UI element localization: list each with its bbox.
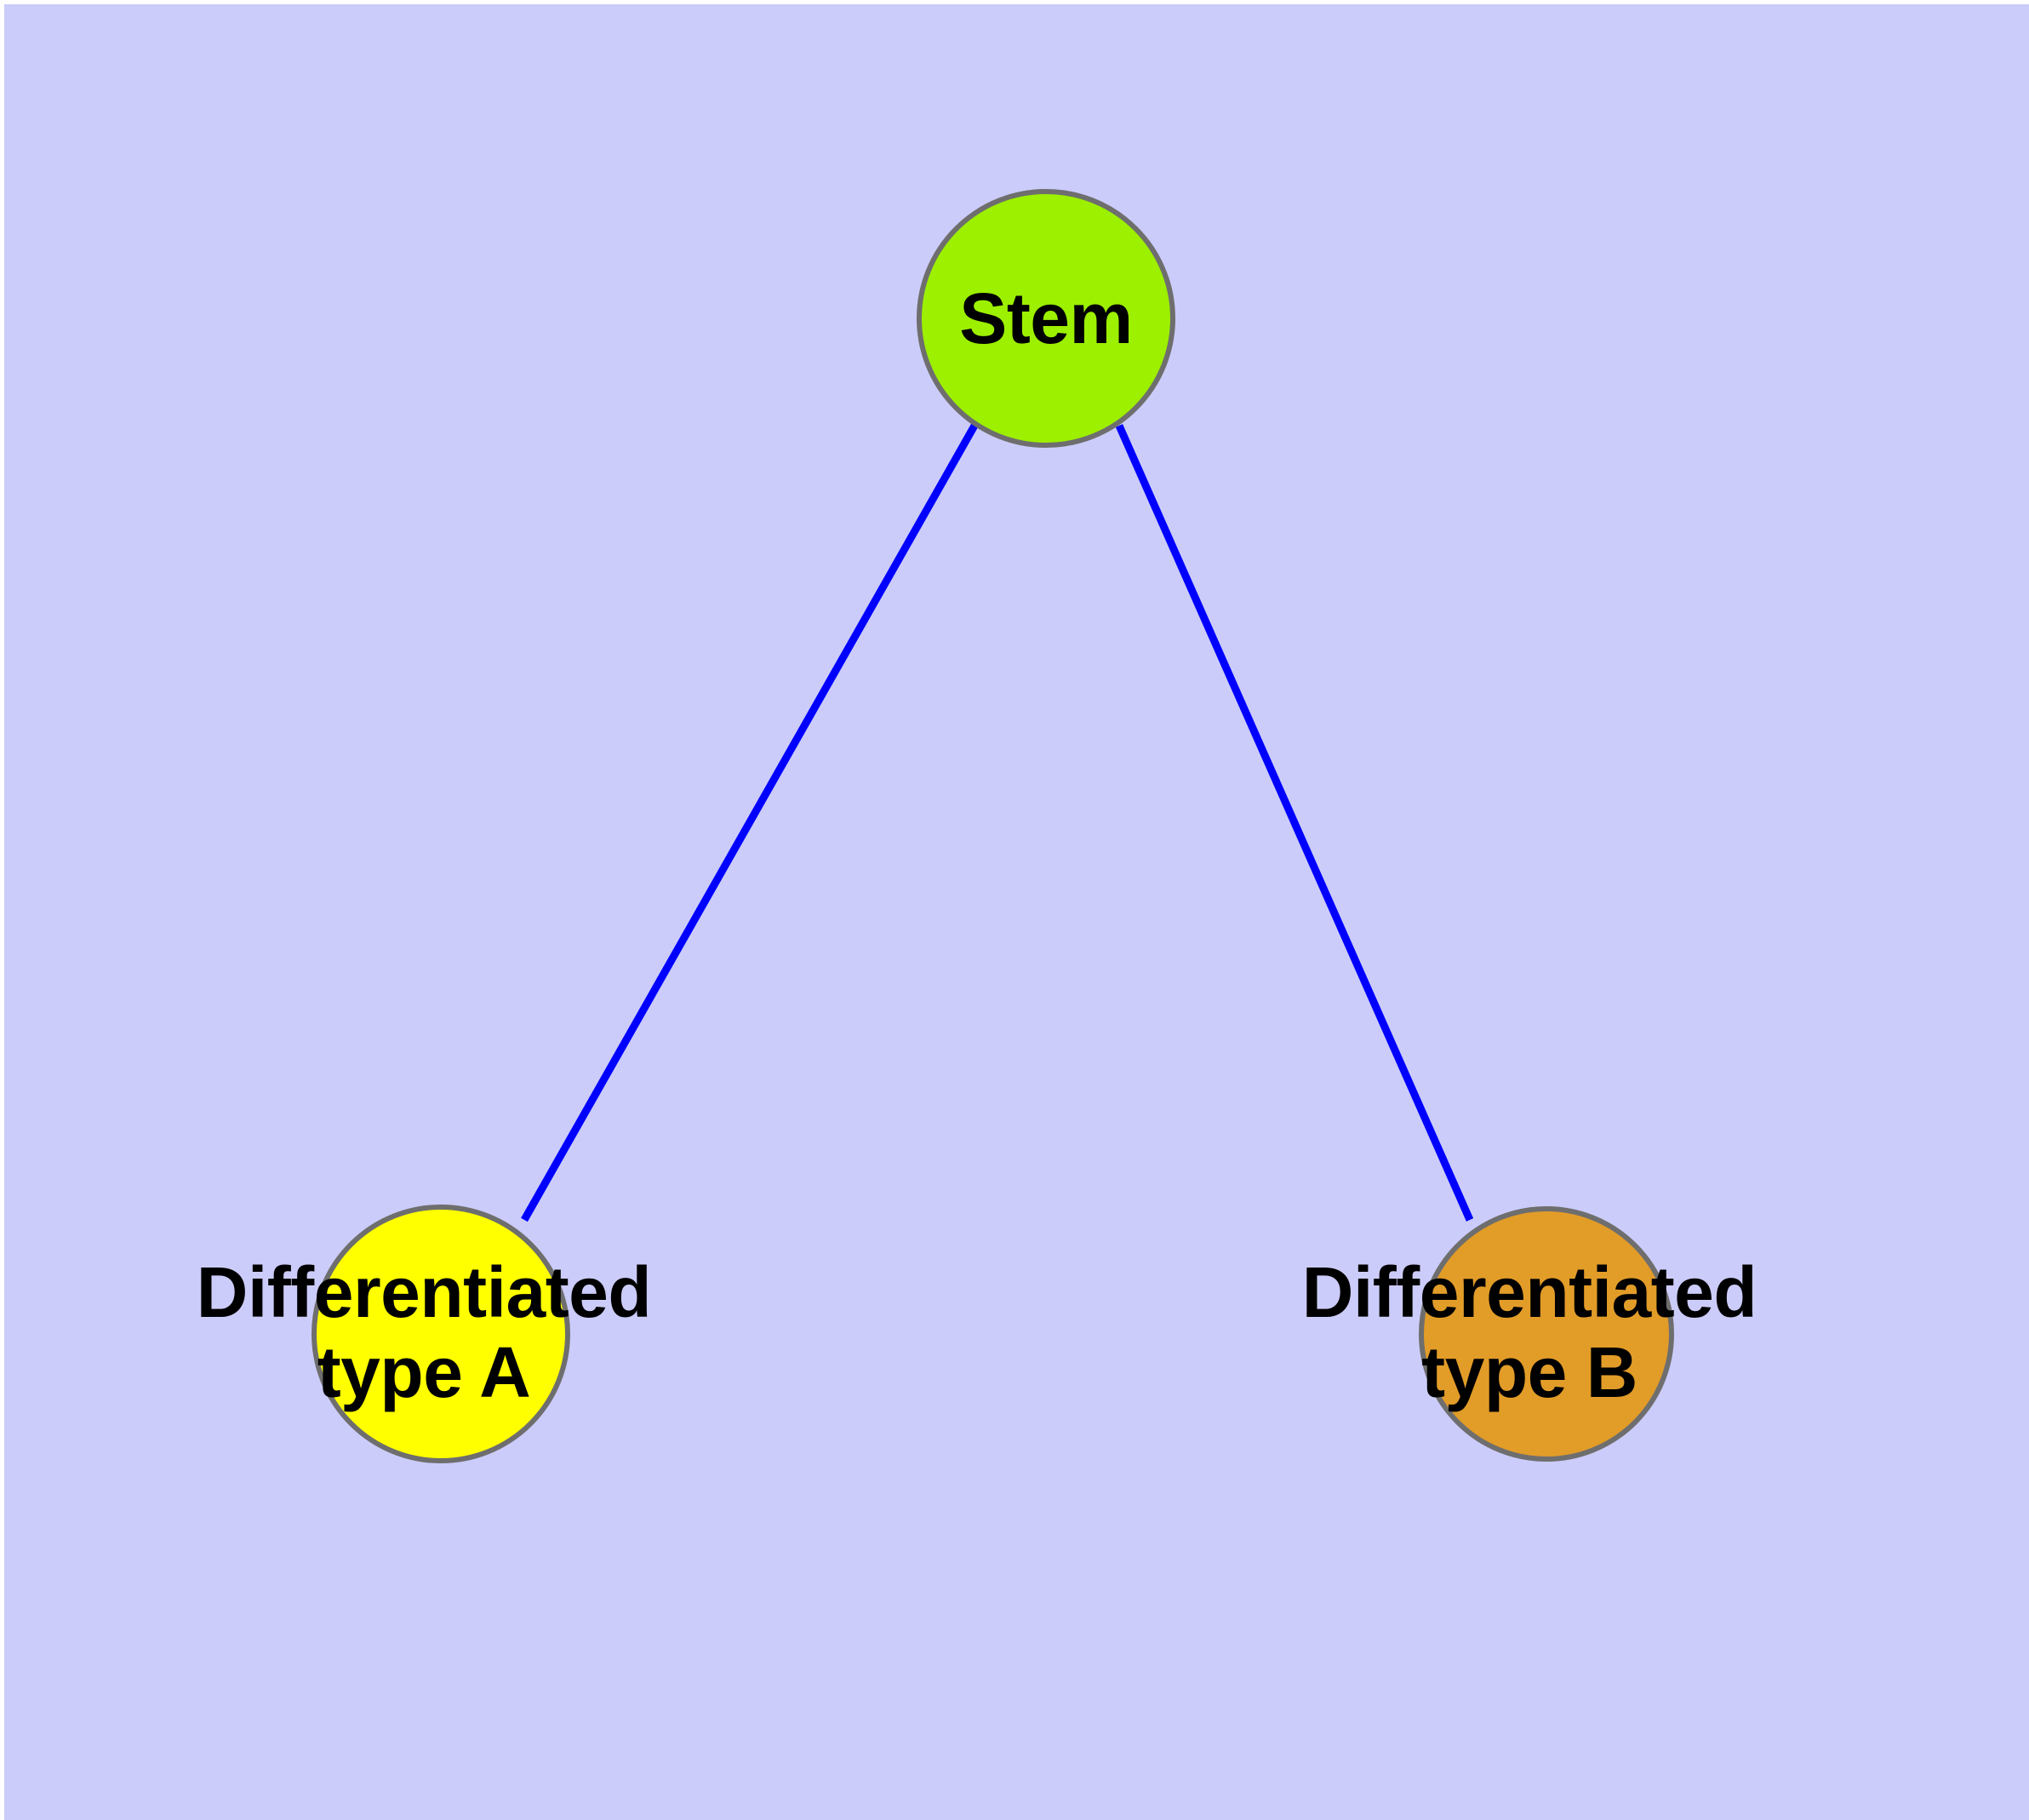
node-differentiated-type-b[interactable] bbox=[1419, 1206, 1674, 1462]
edge-stem-to-differentiated-type-a[interactable] bbox=[521, 423, 978, 1222]
node-differentiated-type-b-label-text: Differentiated type B bbox=[1301, 1252, 1758, 1413]
node-stem[interactable] bbox=[917, 189, 1175, 448]
edge-stem-to-differentiated-type-b[interactable] bbox=[1115, 424, 1474, 1222]
node-differentiated-type-a-label: Differentiated type A bbox=[83, 1252, 764, 1412]
graph-plot-area: Stem Differentiated type A Differentiate… bbox=[4, 4, 2029, 1820]
node-differentiated-type-a-label-text: Differentiated type A bbox=[196, 1252, 652, 1413]
node-differentiated-type-a[interactable] bbox=[311, 1205, 570, 1463]
node-stem-label: Stem bbox=[959, 278, 1133, 358]
node-differentiated-type-b-label: Differentiated type B bbox=[1189, 1252, 1870, 1412]
edge-layer bbox=[521, 423, 1474, 1222]
